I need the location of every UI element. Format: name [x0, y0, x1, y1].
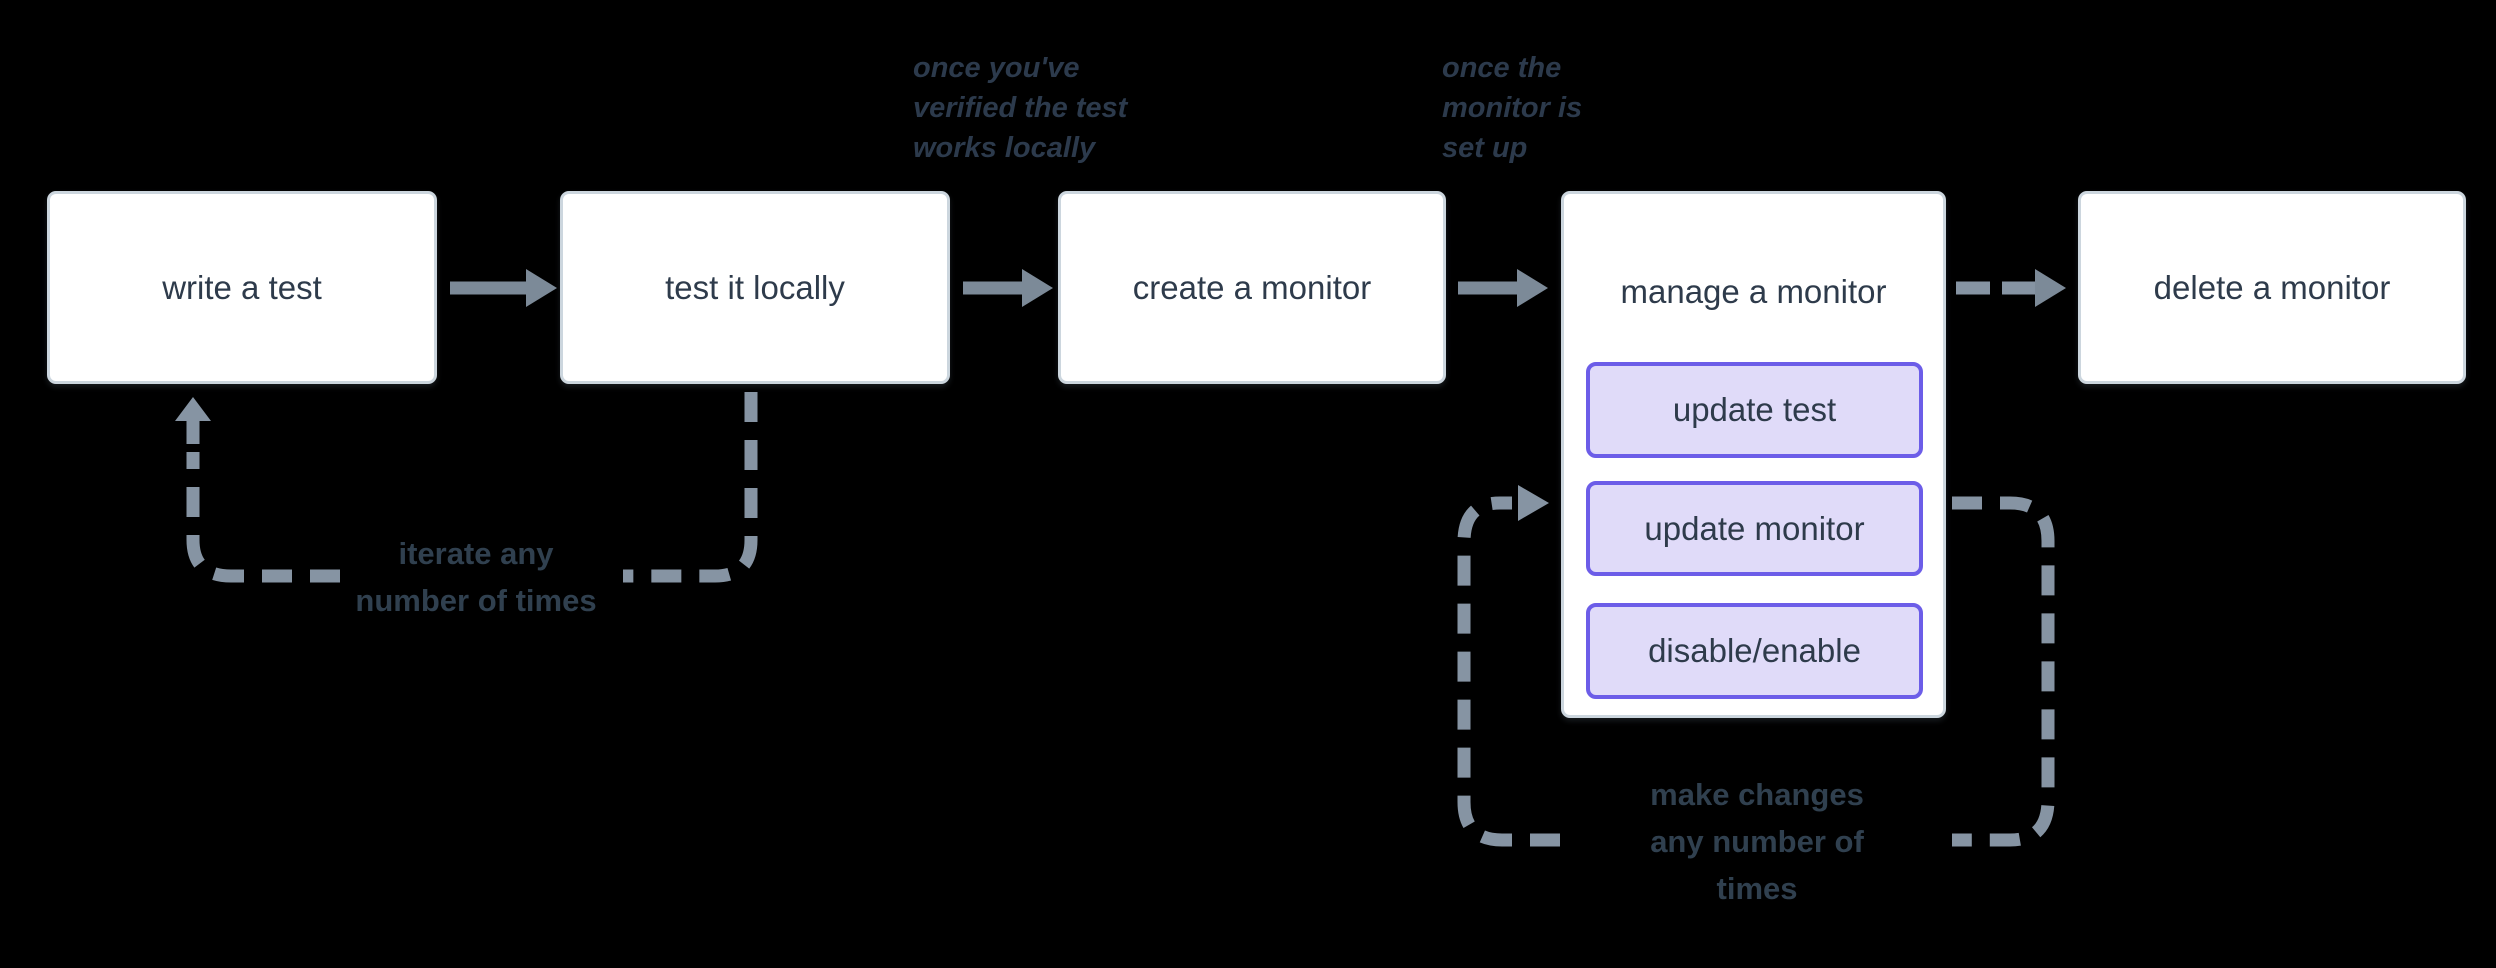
node-label: test it locally	[665, 268, 845, 306]
node-test-it-locally: test it locally	[560, 191, 950, 384]
subnode-disable-enable: disable/enable	[1586, 603, 1923, 699]
subnode-label: disable/enable	[1648, 632, 1861, 669]
loop-label-line: iterate any	[398, 536, 554, 571]
dashed-arrow-manage-to-delete	[1956, 269, 2066, 307]
node-label: write a test	[162, 268, 322, 306]
annotation-line: verified the test	[913, 92, 1128, 124]
annotation-once-set-up: once the monitor is set up	[1442, 48, 1582, 168]
subnode-label: update monitor	[1644, 509, 1865, 547]
node-label: create a monitor	[1132, 268, 1372, 306]
node-label: manage a monitor	[1620, 273, 1887, 310]
node-delete-a-monitor: delete a monitor	[2078, 191, 2466, 384]
arrow-test-to-create	[963, 269, 1053, 307]
subnode-update-monitor: update monitor	[1586, 481, 1923, 576]
annotation-once-verified: once you've verified the test works loca…	[913, 48, 1127, 168]
node-manage-a-monitor: manage a monitor update test update moni…	[1561, 191, 1946, 718]
loop-label-make-changes: make changes any number of times	[1650, 771, 1864, 912]
subnode-label: update test	[1672, 391, 1837, 428]
node-label: delete a monitor	[2153, 268, 2391, 306]
annotation-line: works locally	[913, 132, 1096, 164]
annotation-line: once the	[1442, 52, 1562, 84]
node-create-a-monitor: create a monitor	[1058, 191, 1446, 384]
arrow-create-to-manage	[1458, 269, 1548, 307]
node-write-a-test: write a test	[47, 191, 437, 384]
subnode-update-test: update test	[1586, 362, 1923, 458]
annotation-line: once you've	[913, 52, 1080, 84]
arrow-write-to-test	[450, 269, 557, 307]
annotation-line: set up	[1442, 132, 1528, 164]
loop-label-line: number of times	[355, 583, 597, 618]
loop-label-iterate: iterate any number of times	[355, 530, 596, 624]
loop-label-line: any number of	[1650, 824, 1864, 859]
loop-label-line: times	[1716, 871, 1798, 906]
arrowhead-right-icon	[1518, 485, 1549, 521]
annotation-line: monitor is	[1442, 92, 1583, 124]
loop-label-line: make changes	[1650, 777, 1864, 812]
arrowhead-up-icon	[175, 397, 211, 421]
